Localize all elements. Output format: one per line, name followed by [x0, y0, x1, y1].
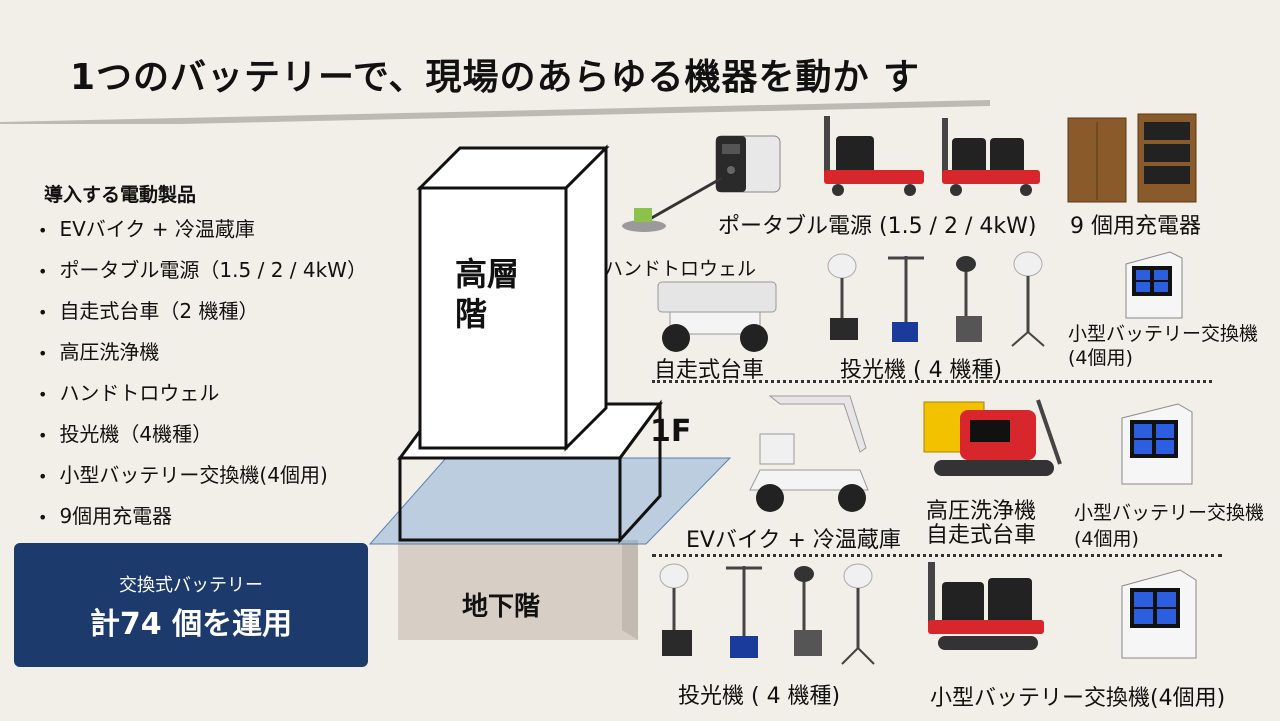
- red-crawler-cart-icon: [928, 562, 1044, 650]
- swapper-label-1f: 小型バッテリー交換機 (4個用): [1074, 502, 1265, 550]
- portable-power-icon: [715, 135, 781, 193]
- products-list: EVバイク + 冷温蔵庫 ポータブル電源（1.5 / 2 / 4kW） 自走式台…: [38, 214, 367, 542]
- battery-swapper-icon: [1121, 403, 1193, 485]
- charger9-label: 9 個用充電器: [1070, 214, 1201, 239]
- lights-label-basement: 投光機 ( 4 機種): [678, 684, 841, 709]
- cabinet-icon: [1067, 117, 1127, 203]
- list-item: ポータブル電源（1.5 / 2 / 4kW）: [38, 255, 367, 296]
- slide-title: 1つのバッテリーで、現場のあらゆる機器を動か す: [70, 57, 920, 98]
- portable-power-label: ポータブル電源 (1.5 / 2 / 4kW): [718, 214, 1037, 239]
- red-cart-icon: [942, 118, 1040, 196]
- lights-label-upper: 投光機 ( 4 機種): [840, 358, 1003, 383]
- list-item: 投光機（4機種）: [38, 419, 367, 460]
- list-item: ハンドトロウェル: [38, 378, 367, 419]
- battery-swapper-icon: [1125, 251, 1183, 319]
- separator-upper: [652, 380, 1212, 383]
- badge-line1: 交換式バッテリー: [119, 575, 263, 596]
- swapper-label-upper: 小型バッテリー交換機 (4個用): [1068, 323, 1259, 369]
- washer-label: 高圧洗浄機 自走式台車: [926, 499, 1037, 548]
- floor-plane: [368, 457, 732, 545]
- battery-swapper-icon: [1121, 569, 1197, 659]
- swapper-label-basement: 小型バッテリー交換機(4個用): [930, 686, 1226, 711]
- ev-bike-icon: [749, 395, 869, 512]
- trowel-icon: [622, 176, 723, 232]
- red-cart-icon: [824, 116, 924, 196]
- title-underline: [0, 100, 990, 124]
- floodlights-icon: [659, 563, 875, 665]
- list-item: 小型バッテリー交換機(4個用): [38, 460, 367, 501]
- pressure-washer-icon: [923, 399, 1062, 476]
- ev-bike-label: EVバイク + 冷温蔵庫: [686, 528, 901, 553]
- basement-label: 地下階: [462, 592, 541, 622]
- products-heading: 導入する電動製品: [44, 184, 197, 206]
- list-item: 9個用充電器: [38, 501, 367, 542]
- charger-rack-icon: [1137, 113, 1197, 203]
- list-item: EVバイク + 冷温蔵庫: [38, 214, 367, 255]
- agv-cart-icon: [657, 281, 777, 352]
- building-diagram: [368, 144, 732, 640]
- first-floor-label: 1F: [650, 414, 692, 449]
- badge-line2: 計74 個を運用: [89, 607, 293, 642]
- cart-label: 自走式台車: [654, 358, 765, 383]
- trowel-label: ハンドトロウェル: [604, 258, 757, 280]
- list-item: 自走式台車（2 機種）: [38, 296, 367, 337]
- battery-count-badge: 交換式バッテリー 計74 個を運用: [14, 543, 368, 667]
- upper-floor-label: 高層 階: [455, 255, 520, 333]
- list-item: 高圧洗浄機: [38, 337, 367, 378]
- basement-block: [398, 540, 638, 640]
- separator-lower: [652, 554, 1222, 557]
- floodlights-icon: [827, 251, 1045, 347]
